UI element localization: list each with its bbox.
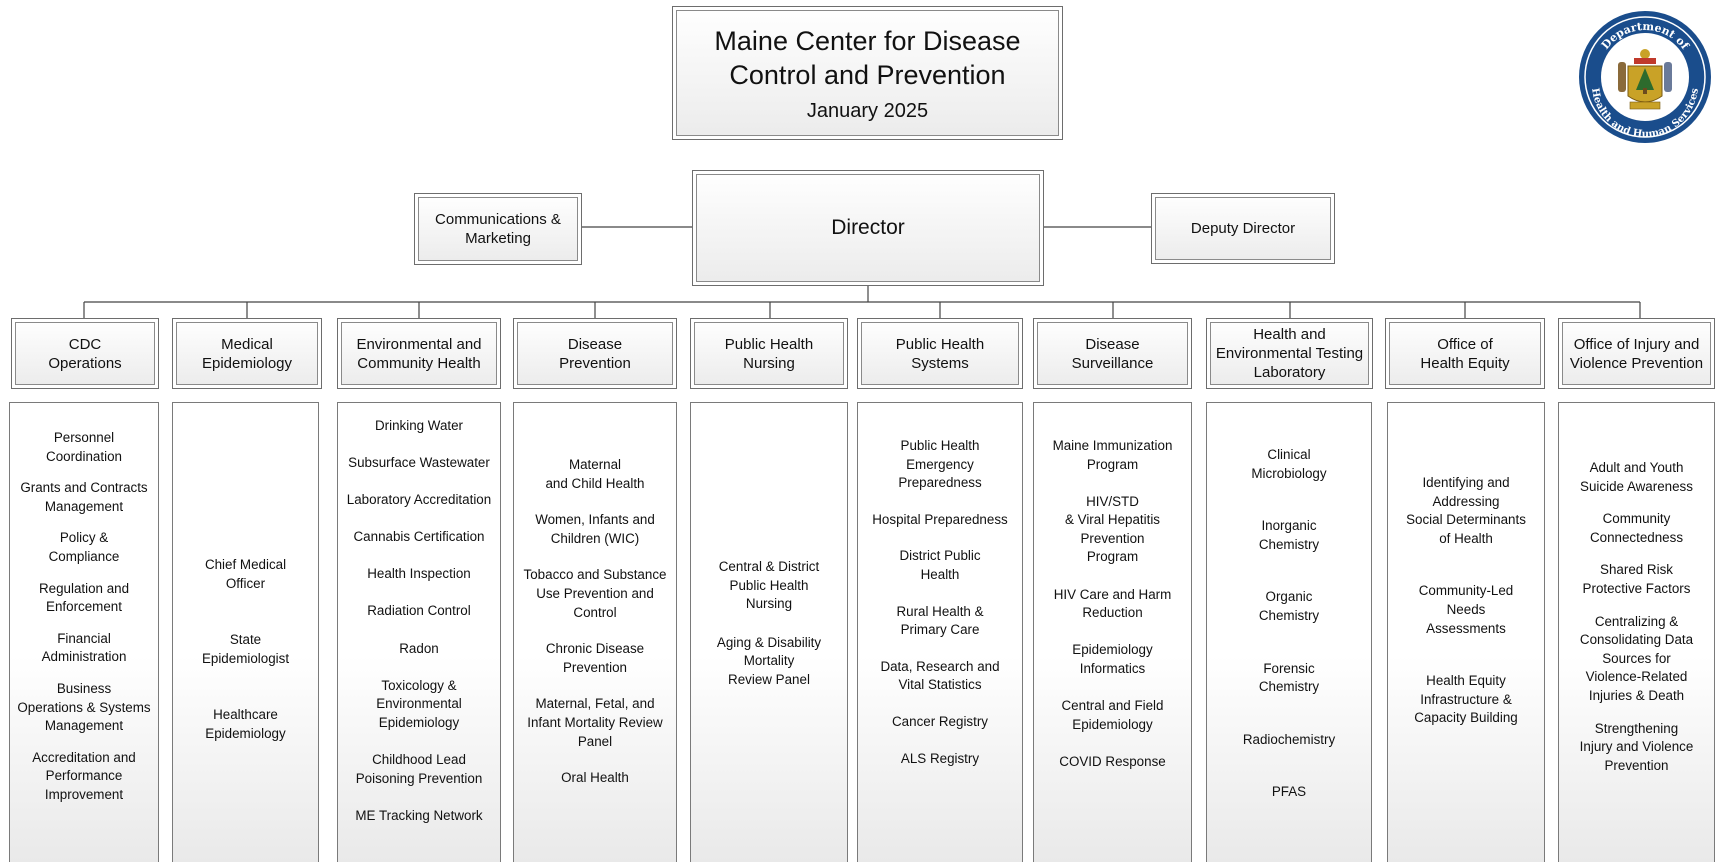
program-item: Women, Infants and Children (WIC) [535,512,655,546]
program-item: Health Inspection [367,566,471,582]
program-item: Rural Health & Primary Care [896,603,984,638]
program-item: Policy & Compliance [48,530,120,564]
division-name: CDC Operations [48,335,122,372]
program-item: Strengthening Injury and Violence Preven… [1579,720,1694,773]
division-name: Health and Environmental Testing Laborat… [1215,326,1364,381]
program-item: Grants and Contracts Management [20,480,148,514]
program-item: Organic Chemistry [1258,589,1320,623]
program-item: Childhood Lead Poisoning Prevention [355,751,483,786]
chart-title: Maine Center for Disease Control and Pre… [714,25,1021,90]
division-header: Environmental and Community Health [337,318,501,389]
program-item: COVID Response [1059,753,1166,769]
division-header: Office of Health Equity [1385,318,1545,389]
seal-emblem [1618,49,1672,110]
program-item: Health Equity Infrastructure & Capacity … [1414,673,1518,726]
program-item: ALS Registry [900,750,980,766]
program-item: Identifying and Addressing Social Determ… [1406,475,1526,546]
division-program-list: Identifying and Addressing Social Determ… [1387,402,1545,862]
program-item: Community-Led Needs Assessments [1418,583,1514,636]
division-header: Health and Environmental Testing Laborat… [1206,318,1373,389]
division-name: Public Health Nursing [724,335,814,372]
program-item: Regulation and Enforcement [38,580,130,615]
program-item: Maternal, Fetal, and Infant Mortality Re… [527,696,663,749]
division-name: Office of Health Equity [1420,335,1510,372]
deputy-director-box: Deputy Director [1151,193,1335,264]
program-item: Community Connectedness [1589,511,1684,545]
dhhs-seal-logo: Department of Health and Human Services [1579,11,1711,143]
program-item: Hospital Preparedness [872,511,1008,527]
program-item: Subsurface Wastewater [348,455,490,471]
program-item: Centralizing & Consolidating Data Source… [1579,613,1694,703]
program-item: Inorganic Chemistry [1258,518,1320,552]
division-program-list: Central & District Public Health Nursing… [690,402,848,862]
division-header: Public Health Nursing [690,318,848,389]
division-header: Disease Prevention [513,318,677,389]
program-item: Central & District Public Health Nursing [718,559,820,612]
program-item: Chief Medical Officer [204,557,287,591]
director-box: Director [692,170,1044,286]
program-item: Epidemiology Informatics [1072,642,1153,676]
program-item: Cannabis Certification [353,529,485,545]
program-item: Forensic Chemistry [1258,660,1320,695]
communications-marketing-label: Communications & Marketing [435,211,561,247]
division-header: Medical Epidemiology [172,318,322,389]
program-item: Aging & Disability Mortality Review Pane… [716,634,822,687]
chart-title-box: Maine Center for Disease Control and Pre… [672,6,1063,140]
program-item: Maine Immunization Program [1052,438,1173,472]
program-item: HIV Care and Harm Reduction [1053,586,1172,621]
program-item: Cancer Registry [892,713,988,729]
division-name: Disease Surveillance [1071,335,1154,372]
communications-marketing-box: Communications & Marketing [414,193,582,265]
program-item: Business Operations & Systems Management [17,680,151,734]
division-header: Public Health Systems [857,318,1023,389]
program-item: Healthcare Epidemiology [205,707,286,741]
program-item: Drinking Water [374,418,464,433]
program-item: Financial Administration [41,630,127,665]
program-item: Public Health Emergency Preparedness [898,438,982,491]
program-item: District Public Health [899,548,981,582]
program-item: State Epidemiologist [201,632,290,666]
program-item: Data, Research and Vital Statistics [880,658,1000,693]
program-item: Accreditation and Performance Improvemen… [32,749,136,802]
division-header: Disease Surveillance [1033,318,1192,389]
program-item: Chronic Disease Prevention [545,641,645,675]
division-name: Disease Prevention [559,335,631,372]
division-header: CDC Operations [11,318,159,389]
program-item: HIV/STD & Viral Hepatitis Prevention Pro… [1064,493,1161,565]
program-item: Shared Risk Protective Factors [1582,562,1691,596]
chart-date: January 2025 [806,99,929,122]
program-item: Maternal and Child Health [545,457,645,491]
division-header: Office of Injury and Violence Prevention [1558,318,1715,389]
program-item: Clinical Microbiology [1251,447,1327,481]
division-name: Office of Injury and Violence Prevention [1569,335,1704,372]
director-label: Director [831,216,905,239]
division-name: Medical Epidemiology [201,335,293,372]
program-item: Oral Health [561,770,629,786]
program-item: Adult and Youth Suicide Awareness [1580,460,1693,494]
deputy-director-label: Deputy Director [1190,220,1296,237]
program-item: Laboratory Accreditation [346,492,492,508]
program-item: Tobacco and Substance Use Prevention and… [523,567,667,620]
program-item: Radon [399,640,439,656]
program-item: ME Tracking Network [355,807,483,823]
program-item: PFAS [1271,784,1307,800]
program-item: Radiochemistry [1242,731,1336,747]
program-item: Toxicology & Environmental Epidemiology [376,677,462,730]
program-item: Radiation Control [367,603,471,619]
division-name: Public Health Systems [895,335,985,372]
division-name: Environmental and Community Health [356,335,482,372]
program-item: Central and Field Epidemiology [1061,697,1164,732]
program-item: Personnel Coordination [46,430,122,464]
connector-lines [83,226,1641,318]
